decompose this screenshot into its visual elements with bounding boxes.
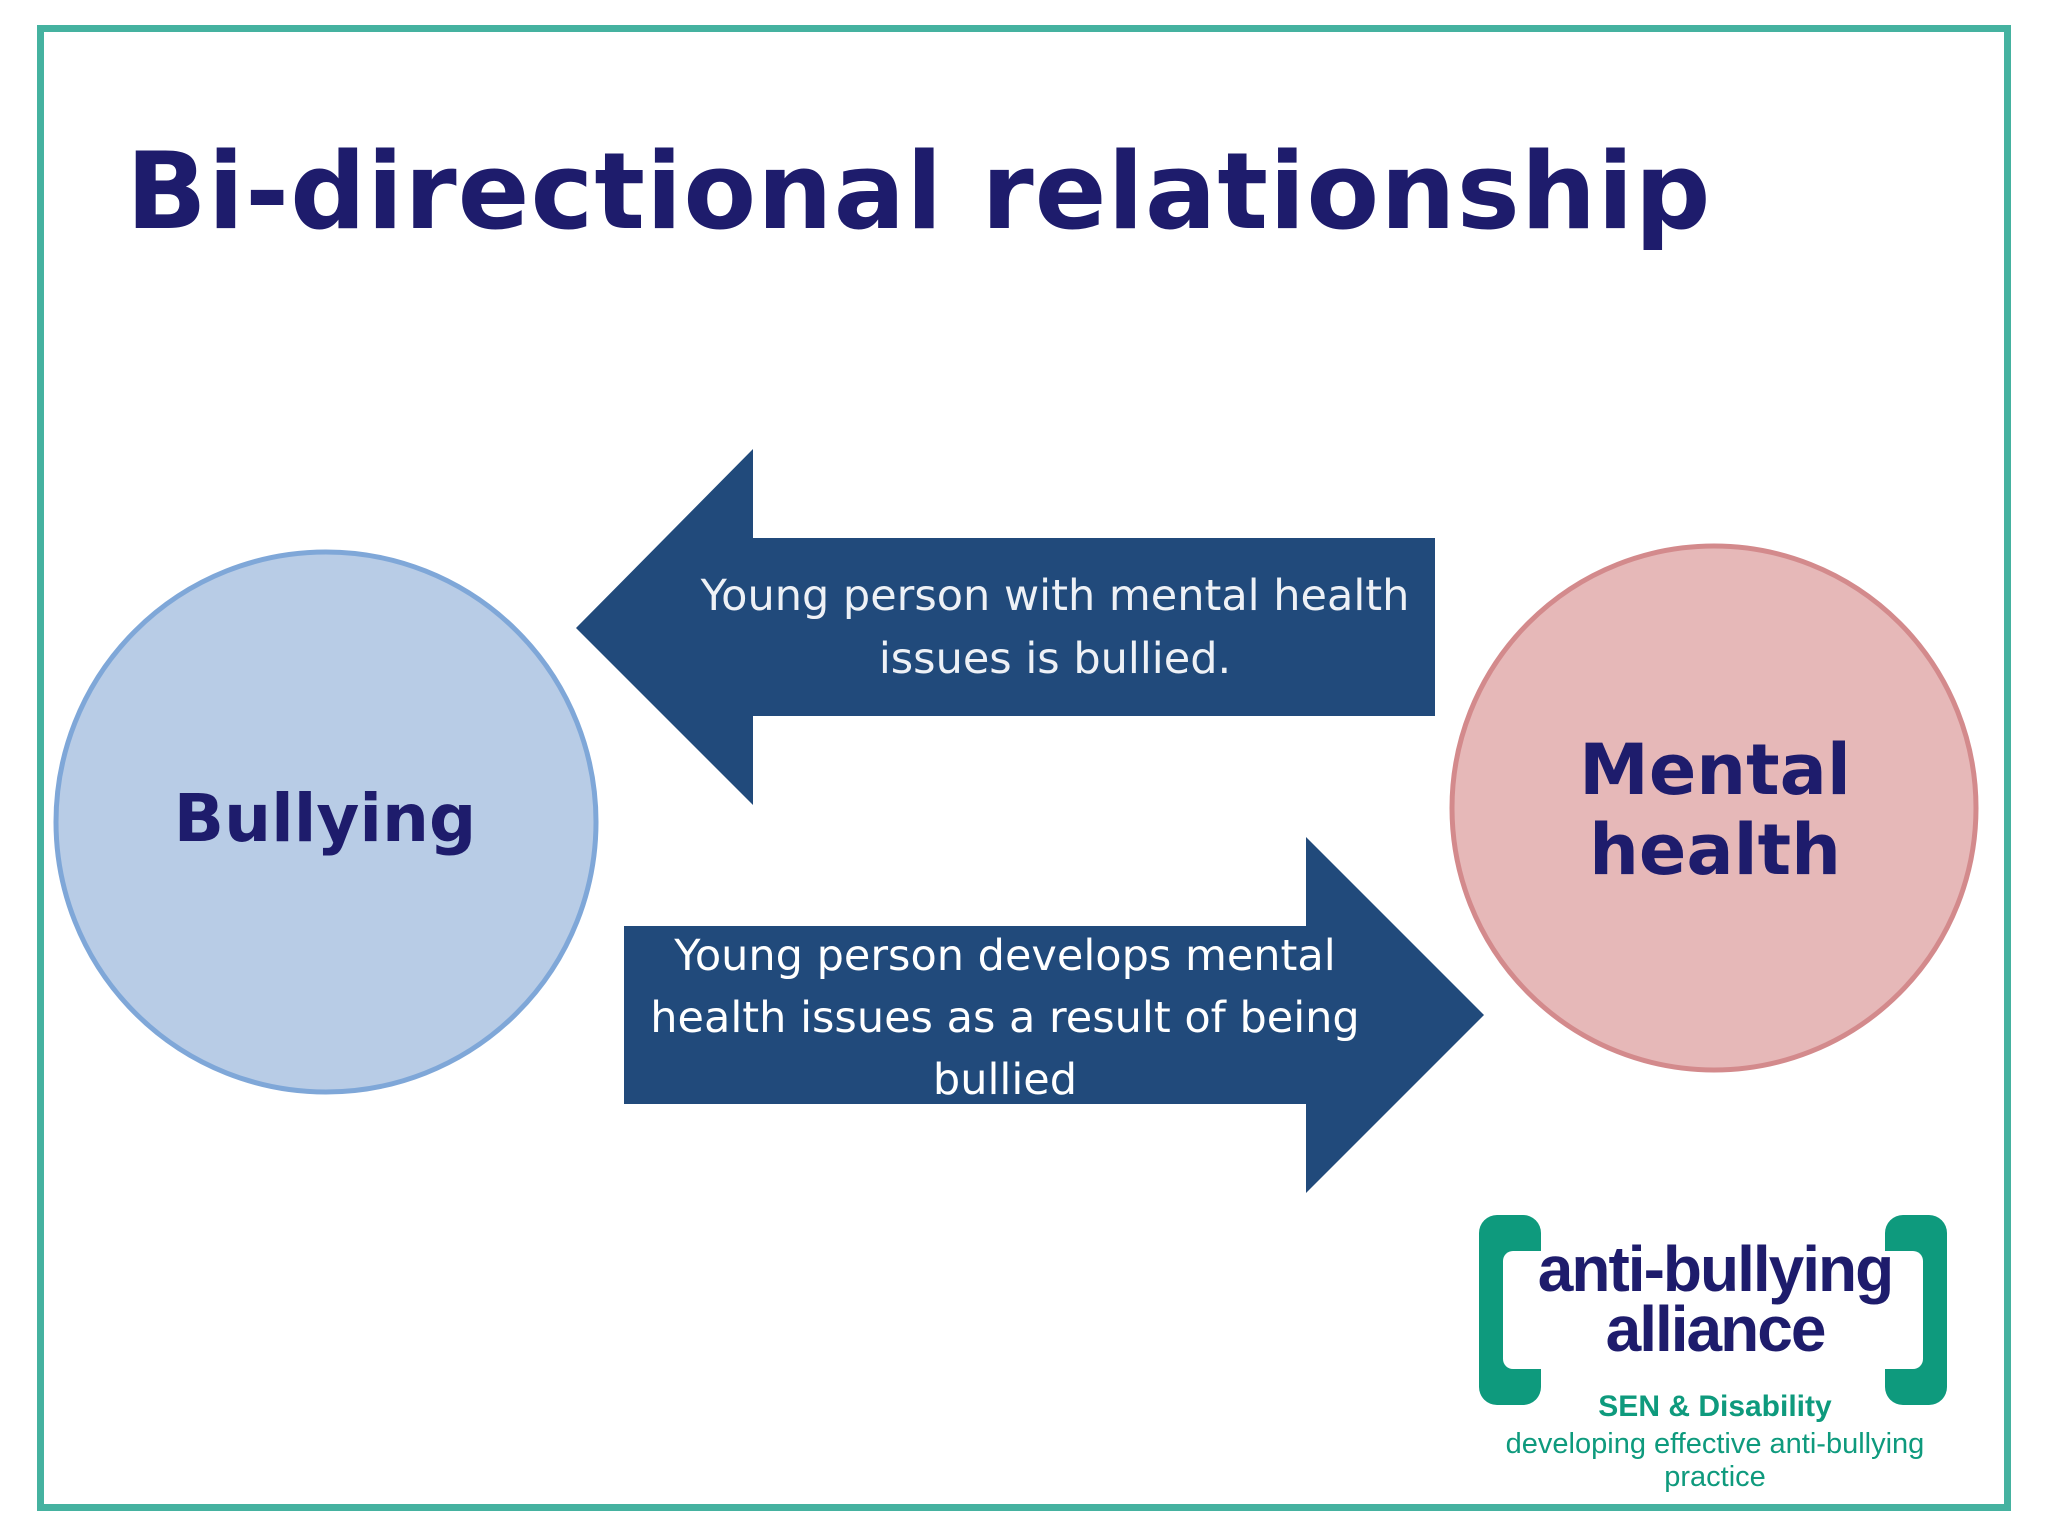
arrow-to-bullying-text-line2: issues is bullied. <box>878 634 1232 684</box>
logo-tagline-sen: SEN & Disability <box>1598 1390 1832 1423</box>
page-title: Bi-directional relationship <box>126 130 1712 253</box>
arrow-to-mental-health-text: Young person develops mental health issu… <box>640 925 1370 1111</box>
arrow-to-mental-health-text-line1: Young person develops mental <box>674 931 1336 981</box>
bullying-node <box>53 549 599 1095</box>
arrow-to-bullying-text-line1: Young person with mental health <box>700 571 1410 621</box>
anti-bullying-alliance-logo: anti-bullying alliance SEN & Disability … <box>1475 1215 1975 1493</box>
mental-health-label-line1: Mental <box>1579 729 1851 811</box>
arrow-to-bullying-text: Young person with mental health issues i… <box>690 565 1420 691</box>
mental-health-label-line2: health <box>1589 809 1841 891</box>
arrow-to-mental-health-text-line2: health issues as a result of being <box>650 993 1360 1043</box>
mental-health-label: Mental health <box>1450 730 1980 890</box>
logo-line2: alliance <box>1605 1293 1827 1365</box>
arrow-to-mental-health <box>624 837 1484 1193</box>
arrow-to-mental-health-text-line3: bullied <box>932 1055 1078 1105</box>
logo-right-bracket-icon <box>1883 1215 1947 1405</box>
mental-health-node <box>1449 543 1979 1073</box>
arrow-to-bullying <box>576 449 1435 805</box>
logo-left-bracket-icon <box>1479 1215 1543 1405</box>
logo-tagline-practice: developing effective anti-bullying pract… <box>1505 1428 1925 1493</box>
logo-line1: anti-bullying <box>1537 1233 1894 1305</box>
slide-frame <box>37 25 2011 1511</box>
bullying-label: Bullying <box>173 780 477 857</box>
